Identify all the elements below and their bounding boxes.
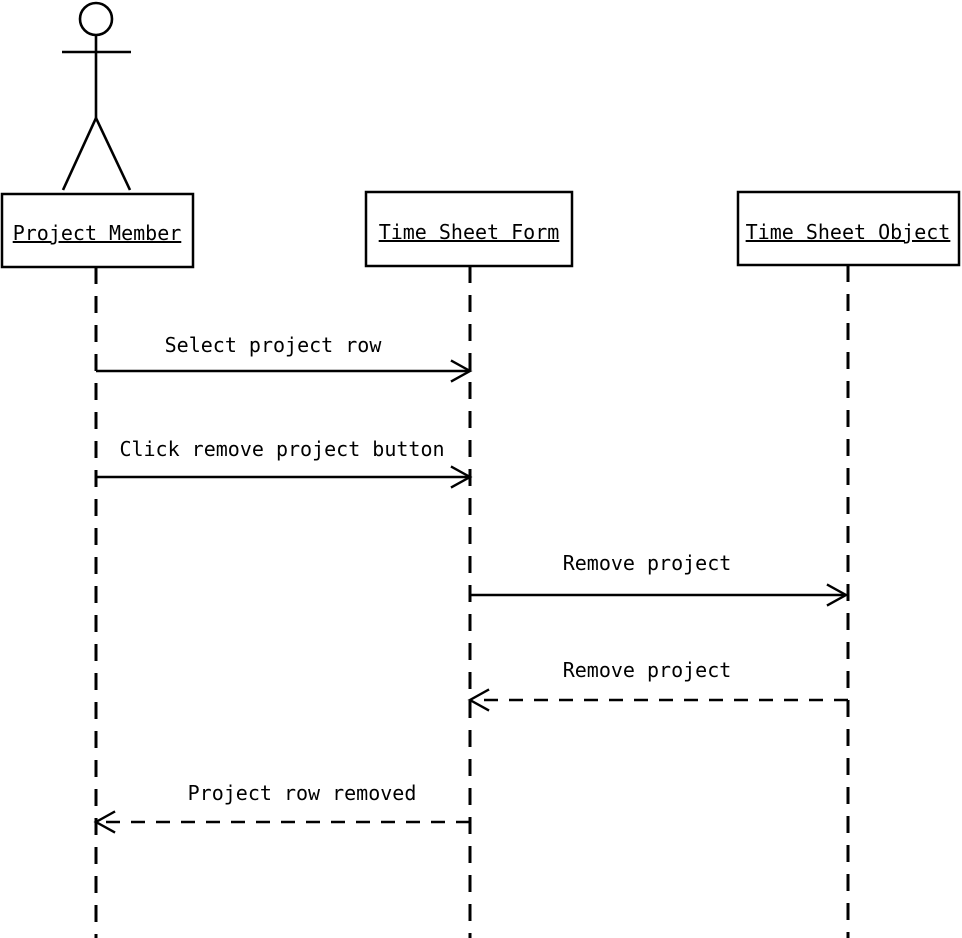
message-remove-project-call: Remove project bbox=[470, 551, 849, 607]
actor-figure bbox=[61, 1, 132, 191]
lifeline-head-project-member: Project Member bbox=[0, 192, 195, 269]
message-click-remove-project-button: Click remove project button bbox=[96, 437, 473, 489]
message-label: Select project row bbox=[165, 333, 383, 357]
lifeline-box-project-member bbox=[0, 192, 195, 269]
arrowhead-left-icon bbox=[467, 688, 490, 712]
lifeline-label-time-sheet-object: Time Sheet Object bbox=[746, 220, 951, 244]
lifeline-head-time-sheet-form: Time Sheet Form bbox=[364, 190, 574, 268]
arrowhead-right-icon bbox=[450, 465, 473, 489]
lifeline-label-project-member: Project Member bbox=[13, 221, 182, 245]
message-label: Remove project bbox=[563, 658, 732, 682]
arrowhead-right-icon bbox=[450, 359, 473, 383]
actor-leg-left bbox=[61, 117, 98, 191]
lifeline-label-time-sheet-form: Time Sheet Form bbox=[379, 220, 560, 244]
arrowhead-right-icon bbox=[826, 583, 849, 607]
message-label: Remove project bbox=[563, 551, 732, 575]
actor-leg-right bbox=[94, 117, 132, 191]
arrowhead-left-icon bbox=[93, 810, 116, 834]
lifeline-head-time-sheet-object: Time Sheet Object bbox=[736, 190, 961, 267]
actor-head bbox=[78, 1, 114, 37]
message-select-project-row: Select project row bbox=[96, 333, 473, 383]
message-label: Project row removed bbox=[188, 781, 417, 805]
message-label: Click remove project button bbox=[119, 437, 444, 461]
lifeline-box-time-sheet-form bbox=[364, 190, 574, 268]
lifeline-box-time-sheet-object bbox=[736, 190, 961, 267]
message-remove-project-return: Remove project bbox=[467, 658, 848, 712]
message-project-row-removed: Project row removed bbox=[93, 781, 470, 834]
